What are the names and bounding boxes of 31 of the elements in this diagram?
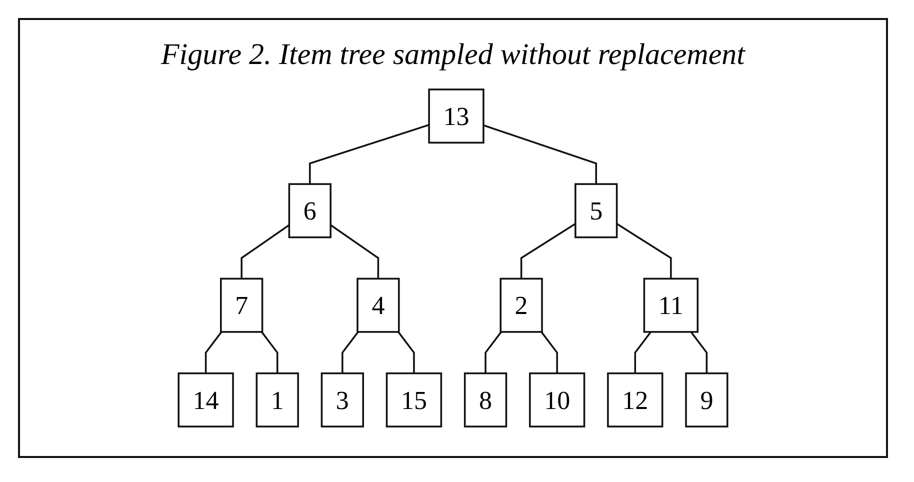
node-box xyxy=(574,183,618,238)
node-box xyxy=(320,372,364,428)
node-box xyxy=(607,372,664,428)
connector xyxy=(240,224,290,279)
connector xyxy=(690,331,708,374)
connector xyxy=(634,331,652,374)
connector xyxy=(398,331,415,374)
connector xyxy=(330,224,380,279)
node-box xyxy=(500,278,543,333)
node-box xyxy=(288,183,332,238)
node-box xyxy=(256,372,299,428)
connector xyxy=(540,331,558,374)
connector xyxy=(616,223,672,279)
node-box xyxy=(685,372,728,428)
connector xyxy=(261,331,278,374)
node-box xyxy=(386,372,442,428)
node-box xyxy=(356,278,400,333)
figure-title: Figure 2. Item tree sampled without replacement xyxy=(160,38,746,72)
node-box xyxy=(428,88,484,144)
connector xyxy=(483,124,597,184)
connector xyxy=(342,331,359,374)
figure-frame: Figure 2. Item tree sampled without replacement 13 6 5 7 4 2 11 14 1 3 15 8 10 12 9 xyxy=(18,18,888,458)
node-box xyxy=(178,372,234,428)
connector xyxy=(520,223,576,279)
connector xyxy=(204,331,222,374)
connector xyxy=(484,331,502,374)
node-box xyxy=(528,372,586,428)
node-box xyxy=(643,278,699,333)
node-box xyxy=(464,372,508,428)
node-box xyxy=(220,278,264,333)
connector xyxy=(309,124,430,184)
